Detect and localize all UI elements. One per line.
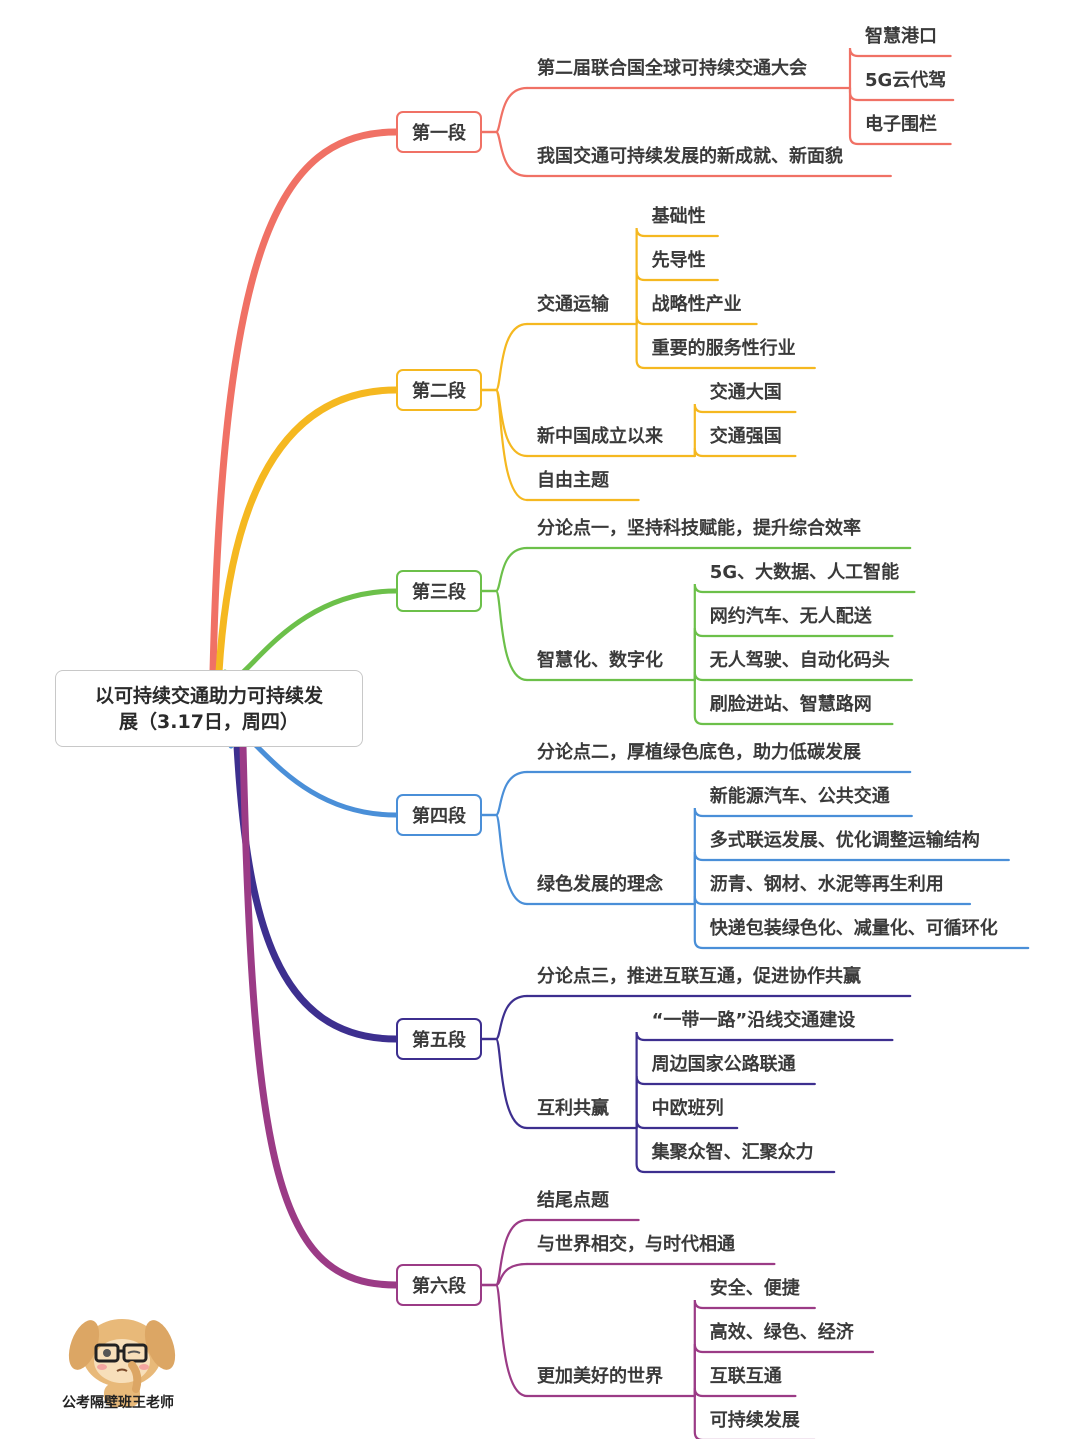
- leaf-connector: [635, 1119, 739, 1130]
- root-title-line2: 展（3.17日，周四）: [119, 710, 299, 733]
- subtopic-connector: [480, 1037, 529, 1130]
- subtopic[interactable]: 我国交通可持续发展的新成就、新面貌: [537, 146, 843, 167]
- leaf-topic[interactable]: 5G、大数据、人工智能: [709, 562, 900, 583]
- subtopic-connector: [480, 130, 529, 178]
- leaf-topic[interactable]: 先导性: [651, 250, 706, 271]
- leaf-topic[interactable]: 多式联运发展、优化调整运输结构: [709, 830, 980, 851]
- leaf-topic[interactable]: 可持续发展: [709, 1410, 800, 1431]
- subtopic[interactable]: 绿色发展的理念: [537, 874, 663, 895]
- leaf-topic[interactable]: 沥青、钢材、水泥等再生利用: [709, 874, 944, 895]
- leaf-topic[interactable]: 智慧港口: [865, 26, 937, 47]
- subtopic-connector: [480, 770, 529, 817]
- section-node[interactable]: 第五段: [396, 1018, 482, 1060]
- subtopic[interactable]: 互利共赢: [537, 1098, 609, 1119]
- section-node[interactable]: 第六段: [396, 1264, 482, 1306]
- branch-connector: [233, 742, 400, 1043]
- leaf-connector: [635, 322, 816, 370]
- leaf-topic[interactable]: 集聚众智、汇聚众力: [651, 1142, 814, 1163]
- leaf-connector: [693, 807, 913, 906]
- subtopic[interactable]: 自由主题: [537, 470, 609, 491]
- leaf-connector: [848, 47, 952, 90]
- subtopic[interactable]: 与世界相交，与时代相通: [537, 1234, 735, 1255]
- subtopic[interactable]: 更加美好的世界: [537, 1366, 663, 1387]
- leaf-connector: [693, 627, 894, 682]
- leaf-connector: [635, 1075, 816, 1130]
- leaf-topic[interactable]: “一带一路”沿线交通建设: [651, 1010, 856, 1031]
- subtopic[interactable]: 智慧化、数字化: [537, 650, 663, 671]
- subtopic-connector: [480, 86, 529, 134]
- subtopic[interactable]: 分论点二，厚植绿色底色，助力低碳发展: [537, 742, 861, 763]
- leaf-topic[interactable]: 刷脸进站、智慧路网: [709, 694, 872, 715]
- leaf-connector: [693, 583, 916, 682]
- leaf-topic[interactable]: 高效、绿色、经济: [709, 1322, 854, 1343]
- subtopic-connector: [480, 1283, 529, 1398]
- section-node[interactable]: 第三段: [396, 570, 482, 612]
- leaf-connector: [635, 315, 758, 326]
- branch-connector: [215, 386, 400, 676]
- branch-connector: [222, 588, 399, 683]
- leaf-connector: [693, 671, 913, 682]
- subtopic[interactable]: 分论点一，坚持科技赋能，提升综合效率: [537, 518, 861, 539]
- root-title-line1: 以可持续交通助力可持续发: [94, 684, 323, 707]
- root-topic[interactable]: 以可持续交通助力可持续发 展（3.17日，周四）: [55, 670, 363, 747]
- subtopic-connector: [480, 388, 529, 458]
- subtopic-connector: [480, 322, 529, 392]
- branch-connector: [209, 128, 400, 676]
- leaf-topic[interactable]: 网约汽车、无人配送: [709, 606, 872, 627]
- leaf-connector: [693, 902, 1030, 950]
- leaf-topic[interactable]: 安全、便捷: [709, 1278, 800, 1299]
- leaf-connector: [693, 1343, 875, 1398]
- leaf-topic[interactable]: 新能源汽车、公共交通: [709, 786, 890, 807]
- leaf-topic[interactable]: 5G云代驾: [865, 70, 947, 91]
- subtopic[interactable]: 分论点三，推进互联互通，促进协作共赢: [537, 966, 861, 987]
- leaf-connector: [635, 1126, 836, 1174]
- leaf-topic[interactable]: 无人驾驶、自动化码头: [709, 650, 890, 671]
- subtopic[interactable]: 结尾点题: [537, 1190, 609, 1211]
- subtopic-connector: [480, 1262, 529, 1287]
- leaf-connector: [693, 1299, 816, 1398]
- watermark-caption: 公考隔壁班王老师: [62, 1395, 174, 1411]
- leaf-connector: [693, 895, 972, 906]
- subtopic-connector: [480, 1218, 529, 1287]
- leaf-topic[interactable]: 交通强国: [709, 426, 782, 447]
- leaf-connector: [693, 678, 894, 726]
- glasses-dog-mascot-icon: [68, 1319, 176, 1407]
- leaf-connector: [693, 447, 797, 458]
- leaf-connector: [635, 1031, 894, 1130]
- leaf-connector: [635, 227, 719, 326]
- branch-connector: [239, 742, 400, 1289]
- leaf-topic[interactable]: 战略性产业: [651, 294, 742, 315]
- section-node[interactable]: 第二段: [396, 369, 482, 411]
- subtopic[interactable]: 交通运输: [537, 294, 609, 315]
- subtopic-connector: [480, 813, 529, 906]
- leaf-connector: [693, 1394, 816, 1439]
- leaf-topic[interactable]: 交通大国: [709, 382, 782, 403]
- leaf-connector: [693, 403, 797, 458]
- subtopic[interactable]: 第二届联合国全球可持续交通大会: [537, 58, 807, 79]
- leaf-topic[interactable]: 快递包装绿色化、减量化、可循环化: [709, 918, 998, 939]
- leaf-topic[interactable]: 中欧班列: [651, 1098, 724, 1119]
- leaf-connector: [693, 851, 1010, 906]
- leaf-connector: [635, 271, 719, 326]
- section-node[interactable]: 第一段: [396, 111, 482, 153]
- leaf-topic[interactable]: 互联互通: [709, 1366, 782, 1387]
- leaf-connector: [693, 1387, 797, 1398]
- leaf-topic[interactable]: 基础性: [651, 206, 706, 227]
- section-node[interactable]: 第四段: [396, 794, 482, 836]
- subtopic[interactable]: 新中国成立以来: [537, 426, 663, 447]
- subtopic-connector: [480, 546, 529, 593]
- subtopic-connector: [480, 994, 529, 1041]
- leaf-connector: [848, 86, 952, 146]
- leaf-topic[interactable]: 周边国家公路联通: [651, 1054, 796, 1075]
- leaf-topic[interactable]: 电子围栏: [865, 114, 937, 135]
- subtopic-connector: [480, 388, 529, 502]
- leaf-topic[interactable]: 重要的服务性行业: [651, 338, 796, 359]
- subtopic-connector: [480, 589, 529, 682]
